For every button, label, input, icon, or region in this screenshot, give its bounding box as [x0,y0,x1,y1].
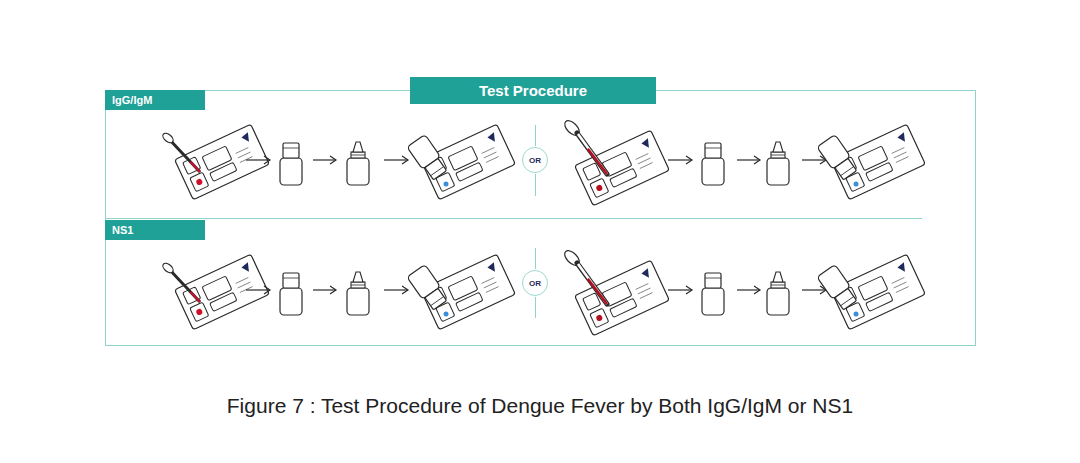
figure-caption: Figure 7 : Test Procedure of Dengue Feve… [0,394,1080,418]
test-cassette [831,254,926,329]
step-arrow [668,286,692,294]
frame [105,91,976,346]
buffer-bottle [702,143,724,185]
buffer-bottle [347,272,369,315]
test-cassette [575,260,670,335]
step-arrow [384,156,408,164]
step-arrow [313,156,336,164]
transfer-pipette [562,118,607,174]
buffer-bottle [347,142,369,185]
section-tab: IgG/IgM [105,90,205,110]
procedure-row [161,118,925,206]
test-cassette [421,254,516,329]
buffer-drop [854,182,859,187]
or-circle: OR [522,270,548,296]
buffer-bottle [817,264,859,311]
buffer-bottle [407,264,449,311]
title-banner-text: Test Procedure [479,82,587,99]
buffer-bottle [767,272,789,315]
capillary-dropper [161,261,200,302]
buffer-drop [854,312,859,317]
buffer-bottle [407,134,449,181]
or-separator [535,125,536,146]
test-cassette [831,124,926,199]
buffer-bottle [817,134,859,181]
row-divider [105,218,922,219]
step-arrow [246,286,270,294]
buffer-drop [444,312,449,317]
or-circle-text: OR [529,279,541,288]
step-arrow [384,286,408,294]
test-cassette [575,130,670,205]
transfer-pipette [562,248,607,304]
or-circle-text: OR [529,156,541,165]
capillary-dropper [161,131,200,172]
step-arrow [737,286,760,294]
step-arrow [246,156,270,164]
section-tab-text: NS1 [112,224,133,236]
buffer-bottle [767,142,789,185]
or-separator [535,297,536,318]
step-arrow [802,156,826,164]
outer-frame [106,91,976,346]
title-banner: Test Procedure [410,77,656,104]
buffer-bottle [280,273,302,315]
or-separator [535,174,536,196]
procedure-row [161,248,925,336]
section-tab-text: IgG/IgM [112,94,152,106]
buffer-bottle [702,273,724,315]
step-arrow [313,286,336,294]
step-arrow [668,156,692,164]
buffer-drop [444,182,449,187]
test-cassette [421,124,516,199]
step-arrow [802,286,826,294]
or-separator [535,248,536,269]
section-tab: NS1 [105,220,205,240]
buffer-bottle [280,143,302,185]
step-arrow [737,156,760,164]
or-circle: OR [522,147,548,173]
